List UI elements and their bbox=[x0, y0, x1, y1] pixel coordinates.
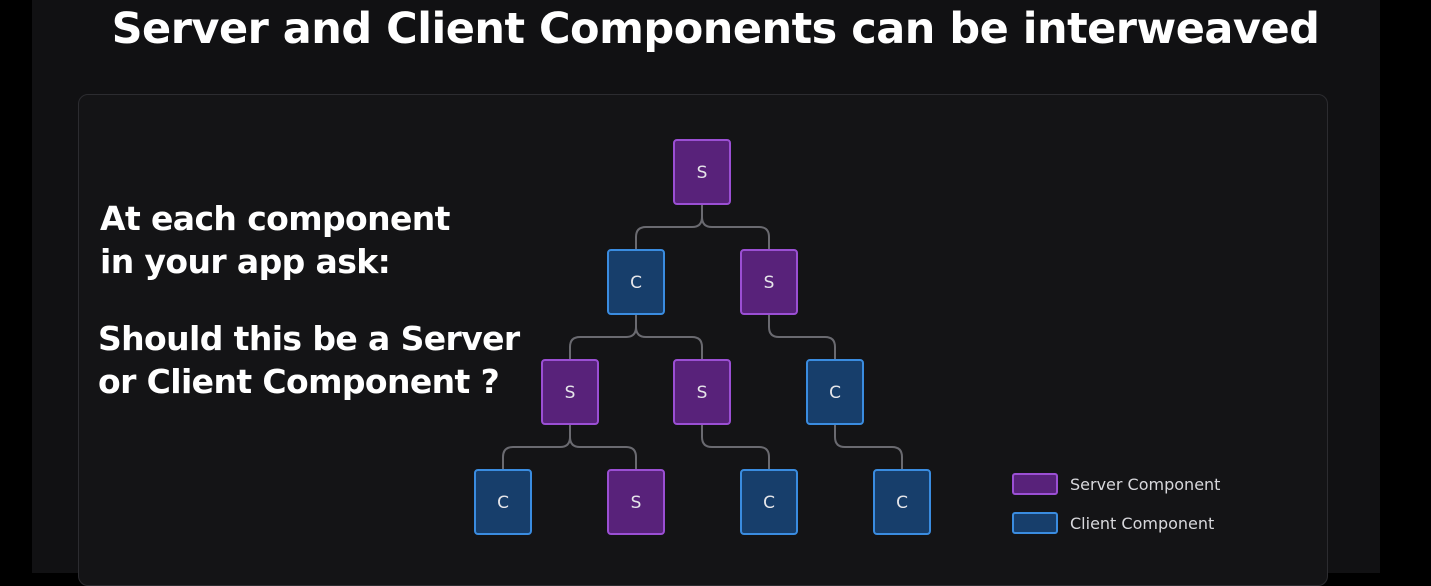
node-label: C bbox=[763, 493, 775, 513]
prompt-line-2: in your app ask: bbox=[100, 242, 391, 281]
tree-node-server: S bbox=[541, 359, 599, 425]
edge-n3-n6 bbox=[768, 314, 836, 360]
edge-n6-n10 bbox=[834, 424, 903, 470]
node-label: C bbox=[829, 383, 841, 403]
legend-label-server: Server Component bbox=[1070, 474, 1221, 494]
tree-node-client: C bbox=[873, 469, 931, 535]
edge-n1-n3 bbox=[701, 204, 770, 250]
tree-node-client: C bbox=[474, 469, 532, 535]
edge-n4-n7 bbox=[502, 424, 571, 470]
node-label: S bbox=[631, 493, 642, 513]
edge-n1-n2 bbox=[635, 204, 703, 250]
slide-frame: Server and Client Components can be inte… bbox=[32, 0, 1380, 586]
edge-n2-n5 bbox=[635, 314, 703, 360]
component-tree: S C S S S C C S C C bbox=[474, 139, 931, 535]
node-label: C bbox=[497, 493, 509, 513]
node-box-client bbox=[806, 359, 864, 425]
node-label: S bbox=[565, 383, 576, 403]
edge-n4-n8 bbox=[569, 424, 637, 470]
tree-node-server: S bbox=[673, 139, 731, 205]
tree-nodes: S C S S S C C S C C bbox=[474, 139, 931, 535]
legend-item-client: Client Component bbox=[1012, 510, 1214, 536]
tree-node-server: S bbox=[673, 359, 731, 425]
node-box-server bbox=[740, 249, 798, 315]
node-box-client bbox=[873, 469, 931, 535]
legend-label-client: Client Component bbox=[1070, 513, 1215, 533]
legend-swatch-server bbox=[1012, 473, 1058, 495]
node-label: S bbox=[764, 273, 775, 293]
node-label: C bbox=[896, 493, 908, 513]
legend-swatch-client bbox=[1012, 512, 1058, 534]
edge-n2-n4 bbox=[569, 314, 637, 360]
node-box-server bbox=[673, 359, 731, 425]
node-label: S bbox=[697, 383, 708, 403]
prompt-line-1: At each component bbox=[100, 199, 450, 238]
tree-node-server: S bbox=[607, 469, 665, 535]
node-box-server bbox=[607, 469, 665, 535]
prompt-intro: At each component in your app ask: bbox=[100, 197, 450, 283]
prompt-line-4: or Client Component ? bbox=[98, 362, 500, 401]
tree-node-client: C bbox=[607, 249, 665, 315]
tree-node-client: C bbox=[806, 359, 864, 425]
node-box-client bbox=[740, 469, 798, 535]
slide-title: Server and Client Components can be inte… bbox=[111, 4, 1320, 54]
tree-node-server: S bbox=[740, 249, 798, 315]
node-box-server bbox=[541, 359, 599, 425]
prompt-question: Should this be a Server or Client Compon… bbox=[98, 317, 520, 403]
prompt-line-3: Should this be a Server bbox=[98, 319, 520, 358]
node-box-client bbox=[474, 469, 532, 535]
node-box-server bbox=[673, 139, 731, 205]
edge-n5-n9 bbox=[701, 424, 770, 470]
node-label: C bbox=[630, 273, 642, 293]
tree-node-client: C bbox=[740, 469, 798, 535]
tree-edges bbox=[502, 204, 903, 470]
node-label: S bbox=[697, 163, 708, 183]
legend-item-server: Server Component bbox=[1012, 471, 1220, 497]
node-box-client bbox=[607, 249, 665, 315]
